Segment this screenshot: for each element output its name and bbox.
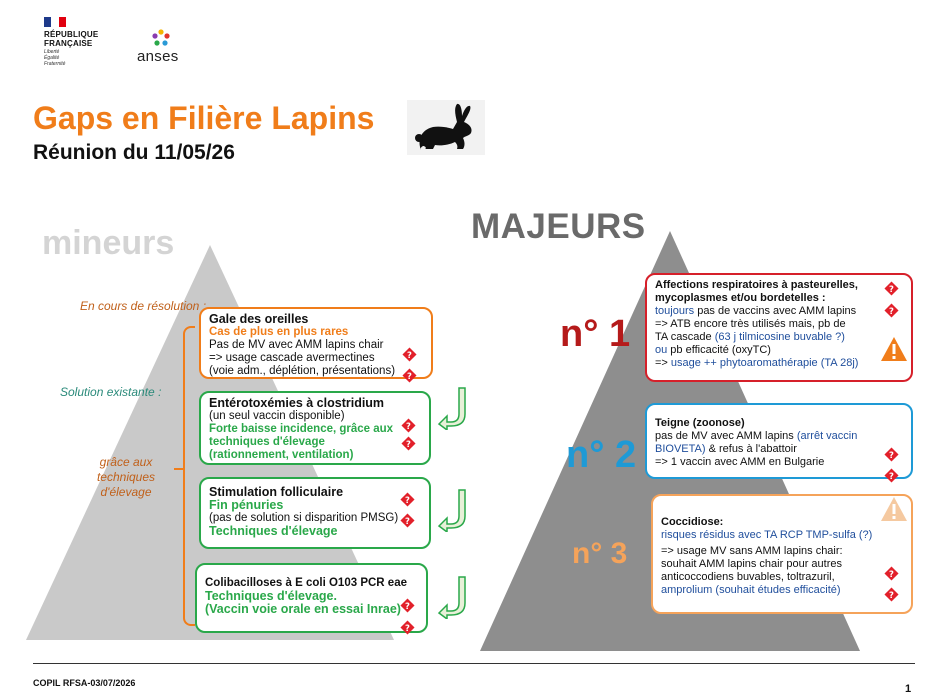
teigne-line2: BIOVETA) & refus à l'abattoir xyxy=(655,443,797,455)
svg-text:?: ? xyxy=(406,439,411,449)
red-diamond-question-icon: ? xyxy=(884,281,899,296)
entero-title: Entérotoxémies à clostridium xyxy=(209,396,385,410)
curved-return-arrow-icon xyxy=(437,489,466,532)
svg-text:?: ? xyxy=(407,350,412,360)
label-grace-techniques: grâce aux techniques d'élevage xyxy=(96,455,156,499)
anses-logo-icon xyxy=(152,29,170,46)
cocci-line5: amprolium (souhait études efficacité) xyxy=(661,584,841,596)
gale-line2: => usage cascade avermectines xyxy=(209,352,375,364)
curved-return-arrow-icon xyxy=(437,387,466,430)
coli-title: Colibacilloses à E coli O103 PCR eae xyxy=(205,577,407,589)
teigne-title: Teigne (zoonose) xyxy=(655,417,745,429)
svg-text:?: ? xyxy=(889,590,894,600)
resp-title1: Affections respiratoires à pasteurelles, xyxy=(655,279,858,291)
footer-text: COPIL RFSA-03/07/2026 xyxy=(33,678,136,688)
box-enterotoxemies: Entérotoxémies à clostridium (un seul va… xyxy=(199,391,431,465)
rank-n2: n° 2 xyxy=(566,434,637,476)
coli-highlight1: Techniques d'élevage. xyxy=(205,589,337,603)
svg-text:?: ? xyxy=(407,371,412,381)
stim-line1: (pas de solution si disparition PMSG) xyxy=(209,512,399,524)
anses-logo-text: anses xyxy=(137,48,179,65)
resp-title2: mycoplasmes et/ou bordetelles : xyxy=(655,292,826,304)
republique-francaise-flag xyxy=(44,17,66,27)
resp-line1: toujours pas de vaccins avec AMM lapins xyxy=(655,305,857,317)
svg-text:?: ? xyxy=(889,284,894,294)
stim-highlight1: Fin pénuries xyxy=(209,498,284,512)
left-brace xyxy=(183,326,195,626)
red-diamond-question-icon: ? xyxy=(884,566,899,581)
page-title: Gaps en Filière Lapins xyxy=(33,100,375,136)
resp-line3: TA cascade (63 j tilmicosine buvable ?) xyxy=(655,331,845,343)
red-diamond-question-icon: ? xyxy=(884,303,899,318)
box-stimulation-folliculaire: Stimulation folliculaire Fin pénuries (p… xyxy=(199,477,431,549)
majeurs-heading: MAJEURS xyxy=(471,207,646,246)
gale-line1: Pas de MV avec AMM lapins chair xyxy=(209,339,384,351)
entero-line1: (un seul vaccin disponible) xyxy=(209,410,345,422)
red-diamond-question-icon: ? xyxy=(400,598,415,613)
teigne-line3: => 1 vaccin avec AMM en Bulgarie xyxy=(655,456,825,468)
red-diamond-question-icon: ? xyxy=(402,368,417,383)
red-diamond-question-icon: ? xyxy=(884,468,899,483)
red-diamond-question-icon: ? xyxy=(401,418,416,433)
label-en-cours-resolution: En cours de résolution : xyxy=(79,299,207,313)
box-gale-des-oreilles: Gale des oreilles Cas de plus en plus ra… xyxy=(199,307,433,379)
coli-highlight2: (Vaccin voie orale en essai Inrae) xyxy=(205,602,401,616)
svg-text:?: ? xyxy=(405,516,410,526)
rank-n3: n° 3 xyxy=(572,537,628,570)
mineurs-heading: mineurs xyxy=(42,224,175,262)
rabbit-picture xyxy=(407,100,485,155)
warning-triangle-icon xyxy=(881,337,907,361)
resp-line2: => ATB encore très utilisés mais, pb de xyxy=(655,318,846,330)
stim-title: Stimulation folliculaire xyxy=(209,485,344,499)
resp-line4: ou pb efficacité (oxyTC) xyxy=(655,344,771,356)
gale-highlight: Cas de plus en plus rares xyxy=(209,326,349,338)
label-solution-existante: Solution existante : xyxy=(60,385,162,399)
stim-highlight2: Techniques d'élevage xyxy=(209,524,338,538)
republique-motto: Liberté Égalité Fraternité xyxy=(44,49,66,67)
rank-n1: n° 1 xyxy=(560,313,631,355)
cocci-title: Coccidiose: xyxy=(661,516,724,528)
page-subtitle: Réunion du 11/05/26 xyxy=(33,141,235,164)
footer-divider xyxy=(33,663,915,664)
warning-triangle-icon xyxy=(881,497,907,521)
entero-highlight3: (rationnement, ventilation) xyxy=(209,449,354,461)
cocci-line4: anticoccodiens buvables, toltrazuril, xyxy=(661,571,835,583)
gale-title: Gale des oreilles xyxy=(209,312,309,326)
svg-text:?: ? xyxy=(889,471,894,481)
resp-line5: => usage ++ phytoaromathérapie (TA 28j) xyxy=(655,357,859,369)
box-teigne: Teigne (zoonose) pas de MV avec AMM lapi… xyxy=(645,403,913,479)
svg-text:?: ? xyxy=(889,306,894,316)
red-diamond-question-icon: ? xyxy=(884,587,899,602)
svg-text:?: ? xyxy=(889,569,894,579)
entero-highlight2: techniques d'élevage xyxy=(209,436,325,448)
box-coccidiose: Coccidiose: risques résidus avec TA RCP … xyxy=(651,494,913,614)
red-diamond-question-icon: ? xyxy=(400,492,415,507)
republique-francaise-logo-text: RÉPUBLIQUE FRANÇAISE xyxy=(44,30,99,48)
svg-text:?: ? xyxy=(405,601,410,611)
box-colibacilloses: Colibacilloses à E coli O103 PCR eae Tec… xyxy=(195,563,428,633)
red-diamond-question-icon: ? xyxy=(400,620,415,635)
svg-text:?: ? xyxy=(405,623,410,633)
red-diamond-question-icon: ? xyxy=(402,347,417,362)
left-brace-tick xyxy=(174,468,184,470)
cocci-line2: => usage MV sans AMM lapins chair: xyxy=(661,545,843,557)
cocci-line1: risques résidus avec TA RCP TMP-sulfa (?… xyxy=(661,529,873,541)
svg-text:?: ? xyxy=(889,450,894,460)
box-affections-respiratoires: Affections respiratoires à pasteurelles,… xyxy=(645,273,913,382)
svg-text:?: ? xyxy=(405,495,410,505)
cocci-line3: souhait AMM lapins chair pour autres xyxy=(661,558,842,570)
curved-return-arrow-icon xyxy=(437,576,466,619)
svg-text:?: ? xyxy=(406,421,411,431)
red-diamond-question-icon: ? xyxy=(884,447,899,462)
teigne-line1: pas de MV avec AMM lapins (arrêt vaccin xyxy=(655,430,858,442)
gale-line3: (voie adm., déplétion, présentations) xyxy=(209,365,396,377)
red-diamond-question-icon: ? xyxy=(401,436,416,451)
rabbit-silhouette-icon xyxy=(415,103,472,150)
entero-highlight1: Forte baisse incidence, grâce aux xyxy=(209,423,394,435)
red-diamond-question-icon: ? xyxy=(400,513,415,528)
page-number: 1 xyxy=(905,683,912,695)
